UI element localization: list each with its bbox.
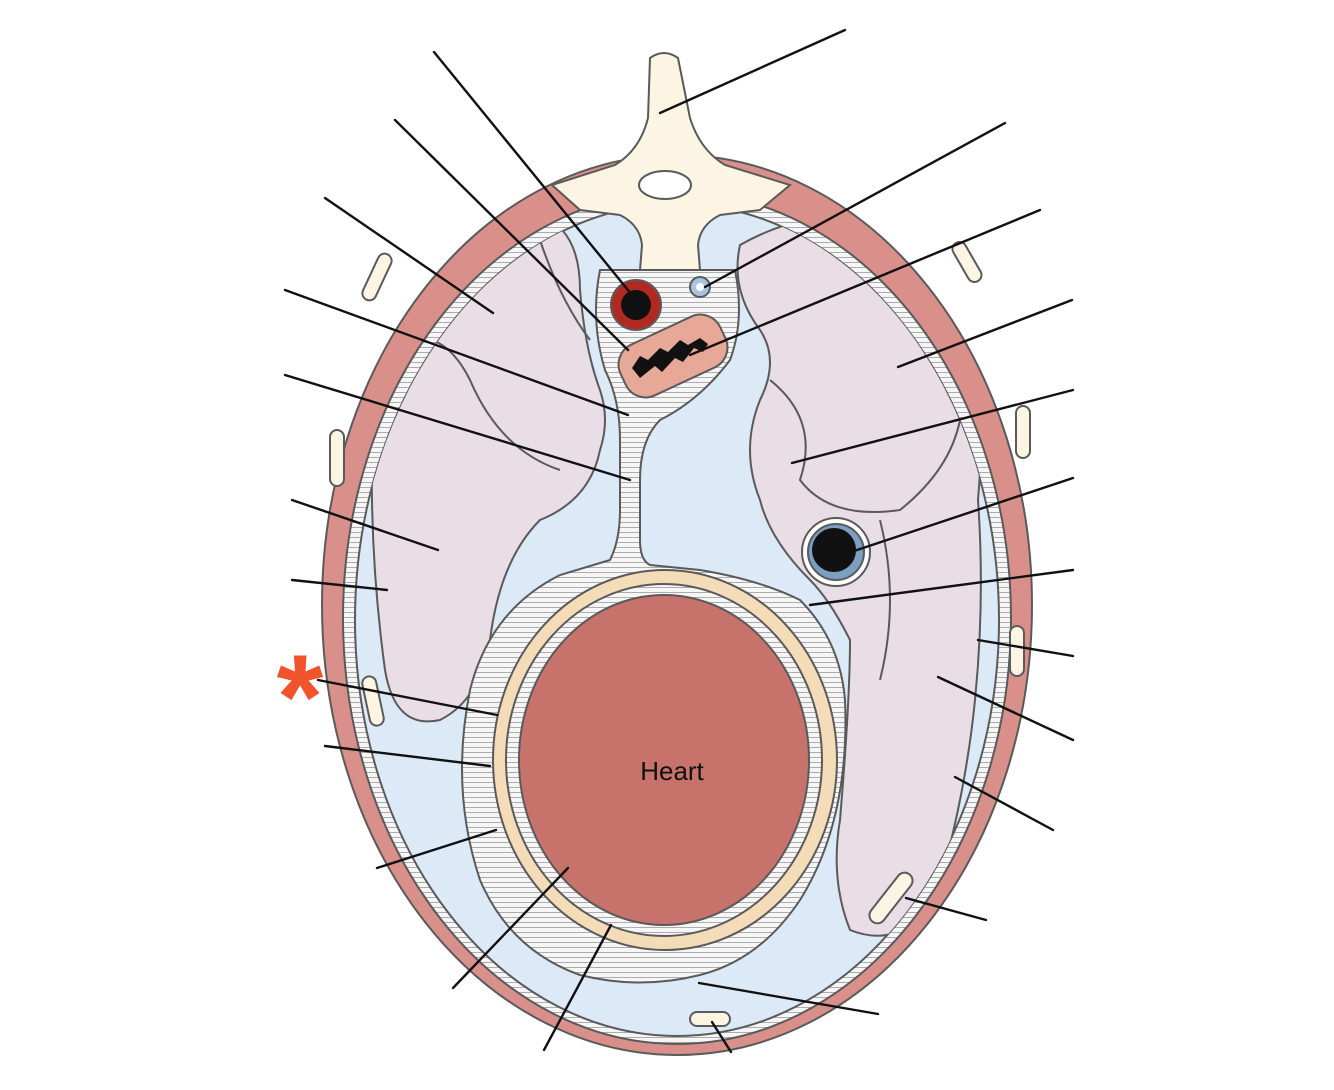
leader-line (375, 828, 498, 870)
small-vessel-lumen (696, 283, 704, 291)
rib (868, 871, 914, 925)
leader-line (542, 923, 613, 1052)
leader-line (451, 866, 570, 990)
leader-line (290, 578, 389, 592)
rib (329, 429, 345, 487)
leader-line (658, 28, 847, 115)
leader-line (432, 50, 634, 297)
vertebra (550, 52, 793, 271)
leader-line (936, 675, 1075, 742)
rib (1015, 405, 1031, 459)
leader-line (283, 373, 632, 482)
leader-line (976, 638, 1075, 658)
leader-line (283, 288, 630, 417)
leader-line (697, 981, 880, 1016)
leader-line (323, 744, 492, 768)
heart-label: Heart (640, 756, 704, 786)
rib (1009, 625, 1025, 677)
leader-line (290, 498, 440, 552)
rib (361, 252, 393, 302)
lung-right-fissure (769, 379, 961, 513)
leader-line (323, 196, 495, 315)
leader-line (703, 121, 1007, 289)
leader-line (393, 118, 630, 352)
leader-line (808, 568, 1075, 607)
leader-line (953, 775, 1055, 832)
lung-left-fissure-2 (539, 239, 591, 341)
leader-line (688, 208, 1042, 357)
heart (518, 594, 810, 926)
leader-line (896, 298, 1074, 369)
aorta-lumen (621, 290, 651, 320)
leader-line (316, 678, 499, 717)
leader-line (710, 1020, 733, 1054)
esophagus-lumen (632, 338, 708, 378)
asterisk-marker: * (277, 630, 324, 764)
rib (951, 241, 983, 283)
bronchus-lumen (812, 528, 856, 572)
leader-line (790, 388, 1075, 465)
vertebral-foramen (638, 170, 692, 200)
lung-right-fissure-2 (879, 519, 891, 681)
leader-line (904, 896, 988, 922)
leader-line (846, 476, 1075, 555)
rib (689, 1011, 731, 1027)
leader-lines (283, 28, 1075, 1054)
